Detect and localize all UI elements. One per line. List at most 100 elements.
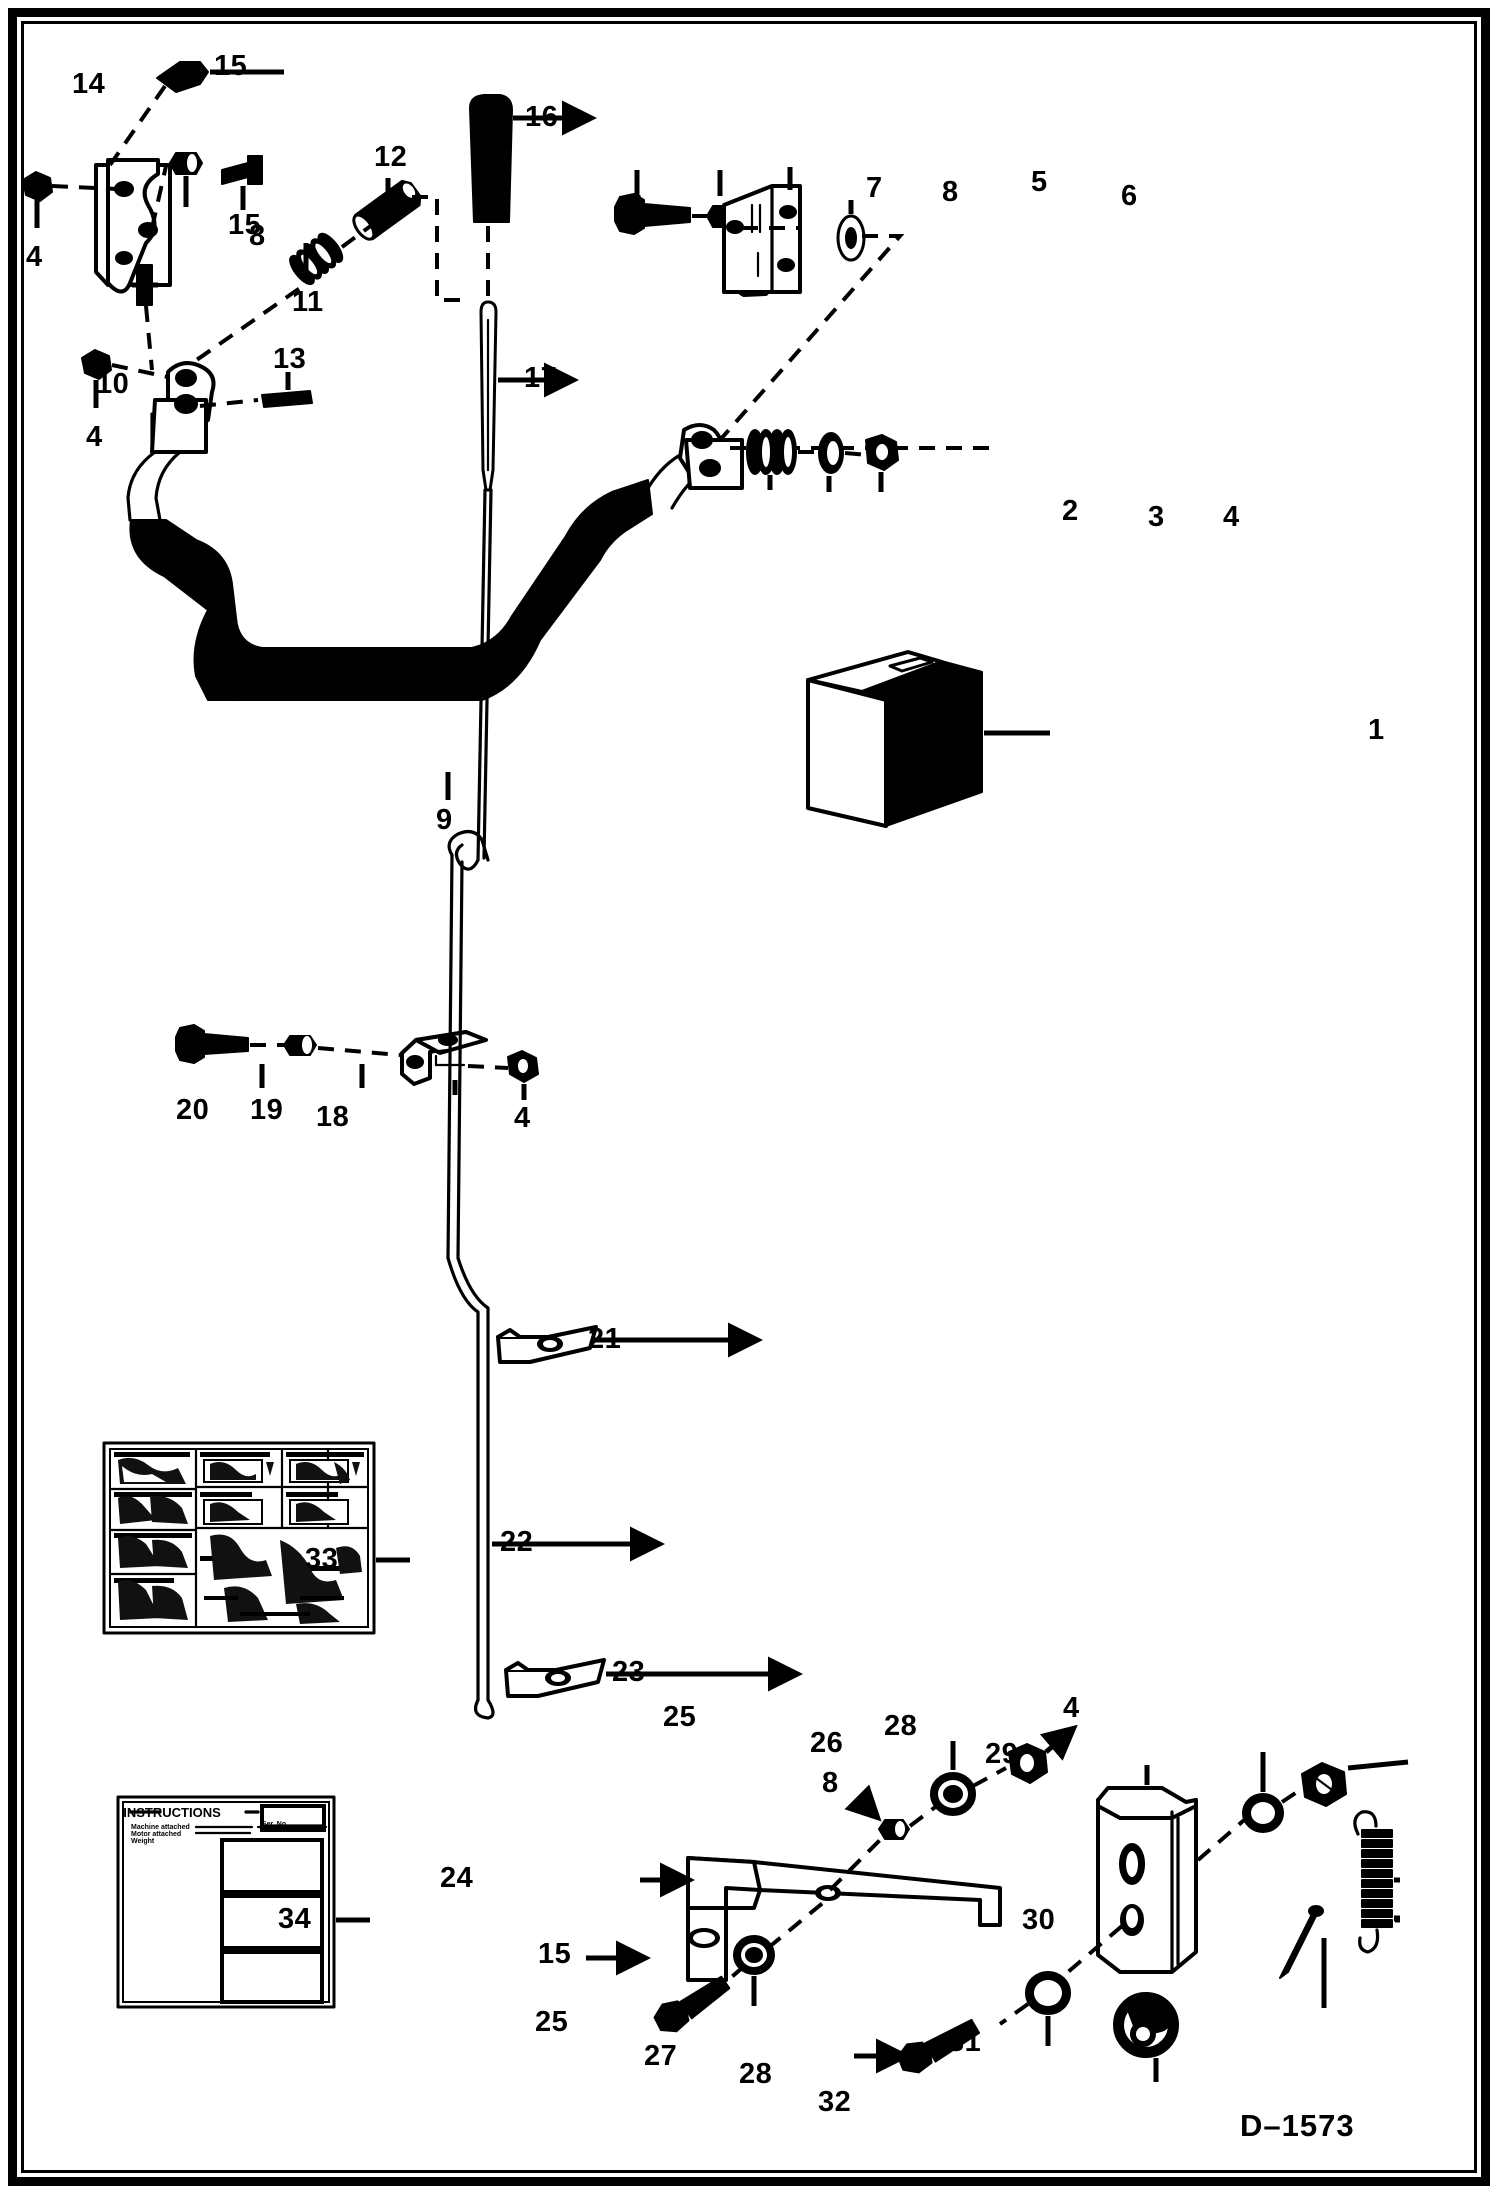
dashed-12-to-rod [412, 195, 470, 302]
dashed-18-to-4 [467, 1064, 509, 1070]
page-border-outer [8, 8, 1490, 2186]
svg-text:Machine attached: Machine attached [131, 1824, 190, 1831]
callout-2: 2 [1062, 495, 1079, 527]
dashed-3-to-4 [844, 451, 869, 457]
part-2-compression-spring [746, 429, 797, 475]
part-4-lock-nut-right [865, 434, 899, 471]
part-23-link-plate-lower [504, 1658, 606, 1698]
callout-25-lower: 25 [535, 2006, 569, 2038]
part-25-lock-washer-lower [733, 1935, 775, 1975]
leader-29 [1347, 1759, 1409, 1771]
part-9-control-handle-bar [126, 361, 744, 702]
callout-26: 26 [810, 1727, 844, 1759]
dashed-24-to-8 [828, 1834, 886, 1892]
dashed-4b-to-pivot [111, 363, 169, 379]
callout-30: 30 [1022, 1904, 1056, 1936]
dashed-12-chain [340, 201, 404, 249]
callout-6: 6 [1121, 180, 1138, 212]
decal-34-field-text: Machine attached Motor attached Weight S… [131, 1821, 288, 1845]
callout-1: 1 [1368, 714, 1385, 746]
part-28-flat-washer-lower [1025, 1971, 1071, 2015]
callout-25-upper: 25 [663, 1701, 697, 1733]
callout-19: 19 [250, 1094, 284, 1126]
part-6-washer [836, 214, 866, 262]
callout-15-pedal: 15 [538, 1938, 572, 1970]
part-11-compression-spring-small [289, 232, 344, 286]
drawing-number: D–1573 [1240, 2108, 1355, 2143]
part-4-lock-nut-left-b [81, 349, 112, 380]
callout-33: 33 [305, 1543, 339, 1575]
dashed-28-to-27 [998, 2002, 1030, 2026]
callout-9: 9 [436, 804, 453, 836]
part-8-nut-left [169, 152, 203, 175]
callout-8-left: 8 [249, 220, 266, 252]
svg-text:Weight: Weight [131, 1838, 155, 1845]
callout-15-second: 15 [228, 209, 262, 241]
part-28-flat-washer-upper [1242, 1793, 1284, 1833]
dashed-19-to-18 [317, 1046, 401, 1057]
part-3-flat-washer [818, 432, 844, 474]
part-1-control-box-module [806, 650, 983, 828]
part-14-mounting-bracket-left [94, 158, 172, 294]
callout-18: 18 [316, 1101, 350, 1133]
callout-5: 5 [1031, 166, 1048, 198]
dashed-28-to-29 [1280, 1788, 1302, 1804]
decal-34-instructions-decal [116, 1795, 336, 2009]
dashed-15-to-25 [710, 1966, 744, 1996]
part-26-channel-bracket [1096, 1786, 1198, 1974]
callout-4-left-a: 4 [26, 241, 43, 273]
part-15-hex-bolt-top-left [156, 61, 209, 93]
part-7-hex-bolt [614, 193, 691, 235]
callout-17: 17 [524, 362, 558, 394]
callout-11: 11 [292, 286, 324, 318]
callout-28-upper: 28 [884, 1710, 918, 1742]
page-border-inner [21, 21, 1477, 2173]
leader-4-pedal [1039, 1724, 1078, 1761]
part-4-lock-nut-left-a [22, 171, 53, 202]
part-30-extension-spring [1353, 1810, 1393, 1954]
callout-28-lower: 28 [739, 2058, 773, 2090]
part-18-clamp-bracket [400, 1030, 488, 1086]
callout-8-pedal: 8 [822, 1767, 839, 1799]
part-15-hex-bolt-second [221, 155, 263, 185]
dashed-6-to-pivot-long [718, 234, 905, 442]
dashed-8-to-25 [908, 1803, 940, 1828]
part-31-cotter-pin [1279, 1905, 1324, 1979]
part-5-mounting-bracket-right [722, 184, 802, 297]
callout-10: 10 [96, 368, 130, 400]
callout-23: 23 [612, 1656, 646, 1688]
callout-29: 29 [985, 1738, 1019, 1770]
dashed-25-to-pedal [766, 1900, 826, 1950]
dashed-26-to-28-lower [1066, 1924, 1124, 1974]
part-16-handle-grip [469, 94, 513, 223]
callout-24: 24 [440, 1862, 474, 1894]
part-22-control-rod-lower [446, 829, 495, 1720]
part-29-hex-nut [1301, 1762, 1347, 1807]
callout-16: 16 [525, 101, 559, 133]
callout-15-top: 15 [214, 50, 248, 82]
part-8-nut-pedal [878, 1819, 910, 1840]
decal-34-title-text: INSTRUCTIONS [123, 1805, 221, 1820]
dashed-10-down [144, 305, 154, 371]
callout-8-right: 8 [942, 176, 959, 208]
part-21-link-plate-upper [496, 1325, 598, 1364]
callout-3: 3 [1148, 501, 1165, 533]
callout-22: 22 [500, 1526, 534, 1558]
dashed-15-to-bracket [108, 84, 167, 167]
part-20-hex-bolt [175, 1024, 249, 1064]
callout-7: 7 [866, 172, 883, 204]
callout-14: 14 [72, 68, 106, 100]
callout-34: 34 [278, 1903, 312, 1935]
dashed-13-to-pivot [199, 398, 259, 408]
svg-text:Ser. No.: Ser. No. [262, 1821, 288, 1828]
decal-33-operating-instruction-decal [102, 1441, 376, 1635]
leader-8-pedal [844, 1784, 882, 1822]
part-4-lock-nut-bracket-18 [507, 1050, 539, 1083]
callout-4-bracket18: 4 [514, 1102, 531, 1134]
part-32-knob-grommet [1113, 1992, 1179, 2058]
callout-13: 13 [273, 343, 307, 375]
part-17-control-rod-upper [454, 300, 498, 871]
dashed-bracket-to-8 [150, 165, 168, 229]
